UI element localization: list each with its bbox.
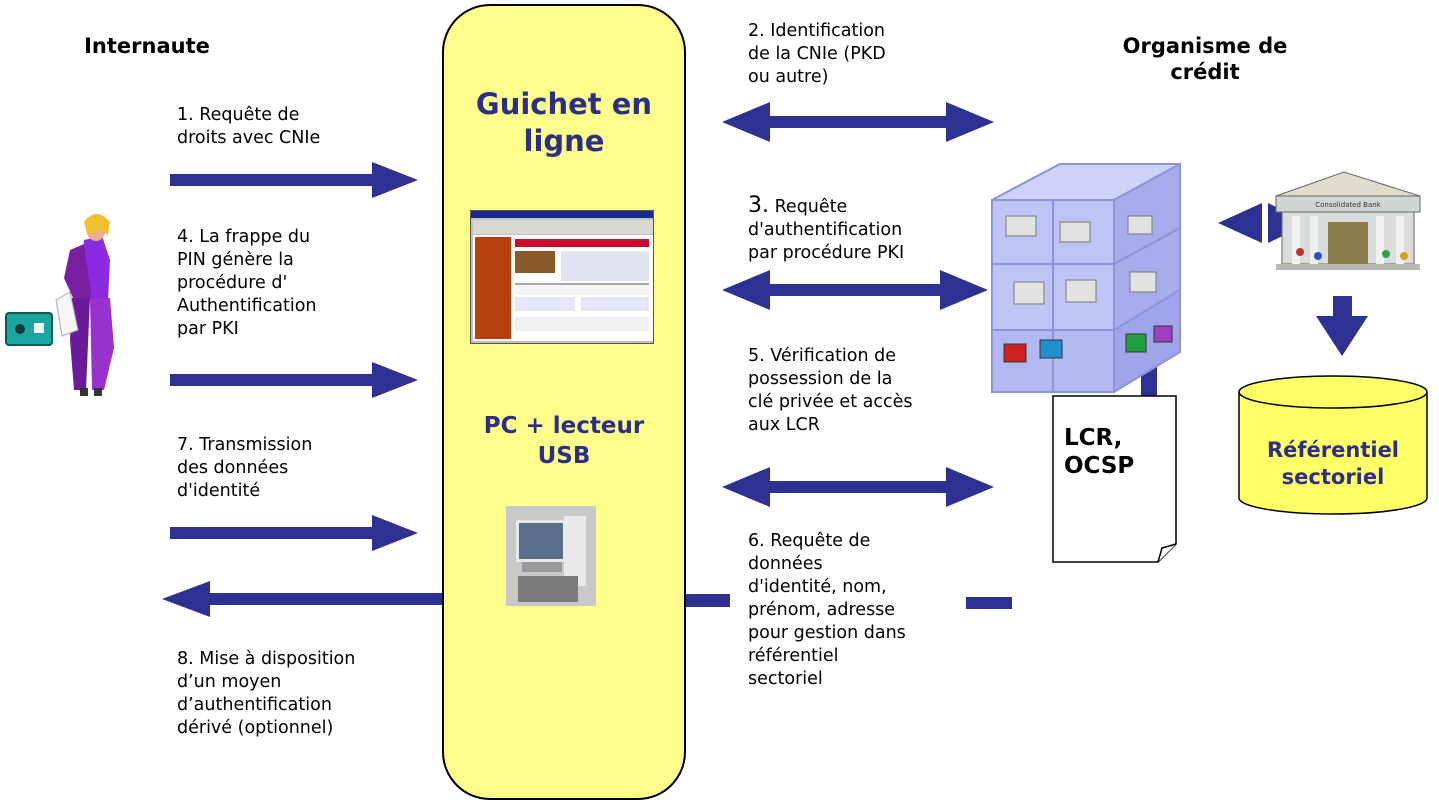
bank-double-arrow (1218, 203, 1262, 243)
step1-label: 1. Requête de droits avec CNIe (177, 105, 321, 148)
kiosk-pc-image (506, 506, 596, 606)
arrow-step5 (722, 467, 994, 507)
browser-window-image (470, 210, 654, 344)
internaute-figure (55, 214, 114, 396)
guichet-panel: Guichet en ligne PC + lecteur USB (442, 4, 686, 800)
lcr-ocsp-label: LCR, OCSP (1064, 425, 1135, 479)
arrow-step1 (170, 162, 418, 198)
internaute-heading: Internaute (84, 34, 210, 58)
arrow-step3 (722, 270, 988, 310)
guichet-title: Guichet en ligne (475, 87, 653, 158)
arrow-step4 (170, 362, 418, 398)
referentiel-label: Référentiel sectoriel (1266, 438, 1400, 489)
lcr-document (1052, 395, 1177, 563)
step6-label: 6. Requête de données d'identité, nom, p… (748, 531, 906, 689)
step3-number: 3. (748, 193, 769, 218)
referentiel-cylinder (1238, 375, 1428, 515)
arrow-bank-to-referentiel (1316, 296, 1368, 356)
server-cube (991, 162, 1181, 394)
arrow-step8 (162, 581, 442, 617)
device-label: PC + lecteur USB (483, 413, 645, 469)
step5-label: 5. Vérification de possession de la clé … (748, 346, 913, 435)
step2-label: 2. Identification de la CNIe (PKD ou aut… (748, 21, 886, 87)
arrow-step6-dash (966, 597, 1012, 609)
step3-text: Requête d'authentification par procédure… (748, 197, 905, 263)
arrow-step7 (170, 515, 418, 551)
step4-label: 4. La frappe du PIN génère la procédure … (177, 227, 317, 339)
arrow-step2 (722, 102, 994, 142)
step3-label: 3. Requête d'authentification par procéd… (748, 194, 904, 265)
bank-sign: Consolidated Bank (1315, 201, 1381, 209)
step8-label: 8. Mise à disposition d’un moyen d’authe… (177, 649, 356, 738)
arrow-step6-dash (686, 594, 730, 607)
organisme-heading: Organisme de crédit (1122, 34, 1288, 84)
smart-card (5, 312, 53, 346)
step7-label: 7. Transmission des données d'identité (177, 435, 313, 501)
bank-building (1275, 171, 1421, 270)
